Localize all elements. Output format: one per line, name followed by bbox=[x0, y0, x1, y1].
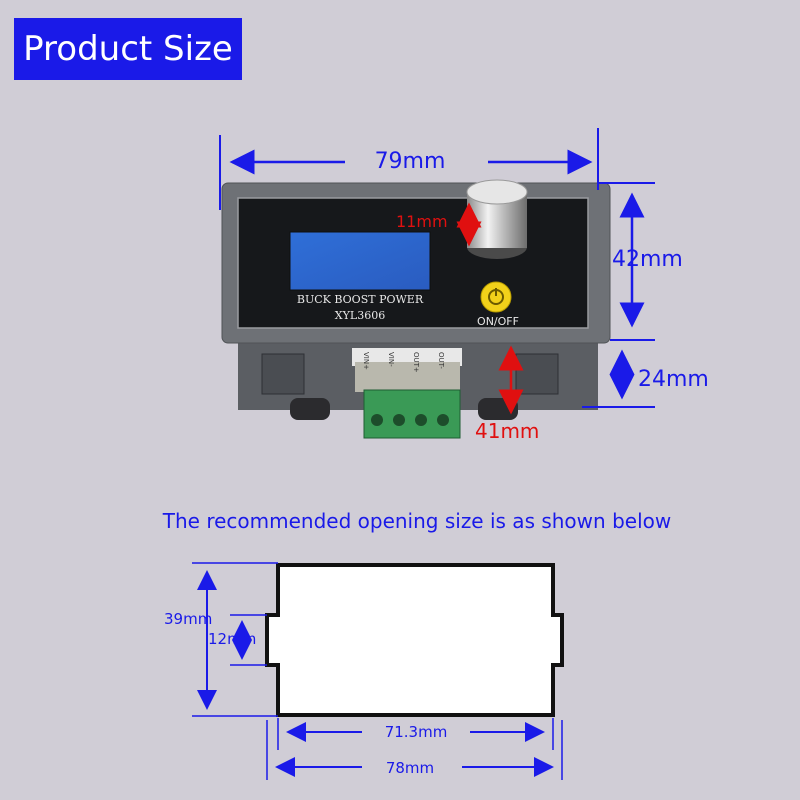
knob-label: 11mm bbox=[396, 212, 448, 231]
inner-width-dimension bbox=[277, 718, 554, 750]
notch-dimension bbox=[230, 614, 267, 666]
opening-height-label: 39mm bbox=[164, 610, 212, 628]
product-photo bbox=[221, 179, 611, 439]
notch-label: 12mm bbox=[208, 630, 256, 648]
inner-width-label: 71.3mm bbox=[385, 723, 448, 741]
opening-height-dimension bbox=[192, 562, 278, 717]
terminal-label-dim: 41mm bbox=[475, 419, 539, 443]
terminal-label: OUT+ bbox=[412, 352, 420, 373]
terminal-label-strip bbox=[352, 348, 462, 366]
depth-label: 24mm bbox=[638, 367, 709, 392]
terminal-labels: VIN+ VIN- OUT+ OUT- bbox=[362, 352, 445, 373]
opening-caption: The recommended opening size is as shown… bbox=[162, 509, 671, 533]
foot-left bbox=[290, 398, 330, 420]
opening-outline bbox=[265, 563, 564, 717]
power-button bbox=[480, 281, 512, 313]
outer-width-label: 78mm bbox=[386, 759, 434, 777]
panel-label-line2: XYL3606 bbox=[335, 309, 385, 322]
height-dimension bbox=[598, 182, 655, 341]
lcd-screen bbox=[289, 231, 431, 291]
side-clip-right bbox=[515, 353, 559, 395]
terminal-screws bbox=[371, 414, 449, 426]
terminal-block bbox=[363, 389, 461, 439]
page-title: Product Size bbox=[14, 18, 242, 80]
button-label: ON/OFF bbox=[477, 315, 519, 328]
pcb-back bbox=[355, 362, 460, 392]
width-label: 79mm bbox=[375, 149, 446, 174]
terminal-label: VIN+ bbox=[362, 352, 370, 370]
width-dimension bbox=[219, 128, 599, 210]
side-clip-left bbox=[261, 353, 305, 395]
depth-dimension bbox=[582, 349, 655, 408]
panel-label-line1: BUCK BOOST POWER bbox=[297, 293, 424, 306]
knob-top bbox=[466, 179, 528, 205]
outer-width-dimension bbox=[266, 720, 563, 780]
height-label: 42mm bbox=[612, 247, 683, 272]
terminal-label: VIN- bbox=[387, 352, 395, 367]
terminal-label: OUT- bbox=[437, 352, 445, 369]
